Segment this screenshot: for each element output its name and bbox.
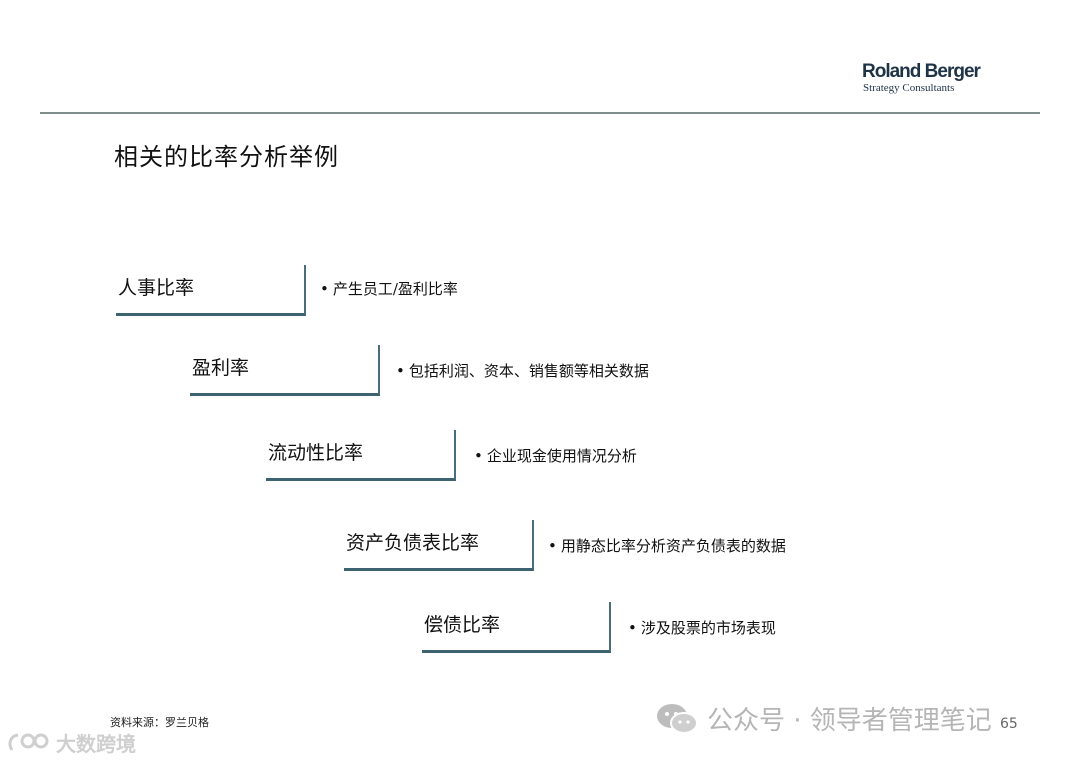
step-desc-1: •产生员工/盈利比率: [320, 278, 458, 299]
step-box-4: 资产负债表比率: [344, 520, 534, 571]
corner-logo-icon: [8, 733, 49, 751]
step-box-5: 偿债比率: [422, 602, 611, 653]
step-box-1: 人事比率: [116, 265, 306, 316]
bullet: •: [396, 362, 405, 380]
source-note: 资料来源：罗兰贝格: [110, 716, 209, 729]
page-number: 65: [1000, 716, 1018, 732]
step-label-5: 偿债比率: [424, 614, 501, 636]
step-desc-text-2: 包括利润、资本、销售额等相关数据: [408, 362, 649, 380]
wechat-icon: [657, 703, 698, 734]
step-desc-4: •用静态比率分析资产负债表的数据: [548, 535, 786, 556]
corner-text: 大数跨境: [56, 732, 136, 756]
step-box-2: 盈利率: [190, 345, 380, 396]
bullet: •: [548, 537, 557, 555]
step-desc-2: •包括利润、资本、销售额等相关数据: [396, 360, 649, 381]
step-desc-text-4: 用静态比率分析资产负债表的数据: [560, 537, 786, 555]
step-desc-3: •企业现金使用情况分析: [474, 445, 637, 466]
header-divider: [40, 112, 1040, 114]
slide-title: 相关的比率分析举例: [114, 143, 339, 171]
step-desc-5: •涉及股票的市场表现: [628, 617, 776, 638]
roland-berger-logo: Roland Berger Strategy Consultants: [862, 61, 981, 95]
logo-sub-text: Strategy Consultants: [863, 82, 955, 94]
wechat-watermark: 公众号 · 领导者管理笔记: [655, 700, 992, 737]
bullet: •: [320, 280, 329, 298]
step-label-2: 盈利率: [192, 357, 250, 379]
step-label-4: 资产负债表比率: [346, 532, 480, 554]
bullet: •: [628, 619, 637, 637]
step-desc-text-5: 涉及股票的市场表现: [640, 619, 776, 637]
watermark-text: 公众号 · 领导者管理笔记: [707, 706, 992, 736]
step-label-3: 流动性比率: [268, 442, 364, 464]
logo-main-text: Roland Berger: [862, 61, 981, 82]
step-label-1: 人事比率: [118, 277, 195, 299]
step-box-3: 流动性比率: [266, 430, 456, 481]
bullet: •: [474, 447, 483, 465]
step-desc-text-1: 产生员工/盈利比率: [332, 280, 458, 298]
step-desc-text-3: 企业现金使用情况分析: [486, 447, 637, 465]
corner-watermark: 大数跨境: [6, 728, 136, 757]
